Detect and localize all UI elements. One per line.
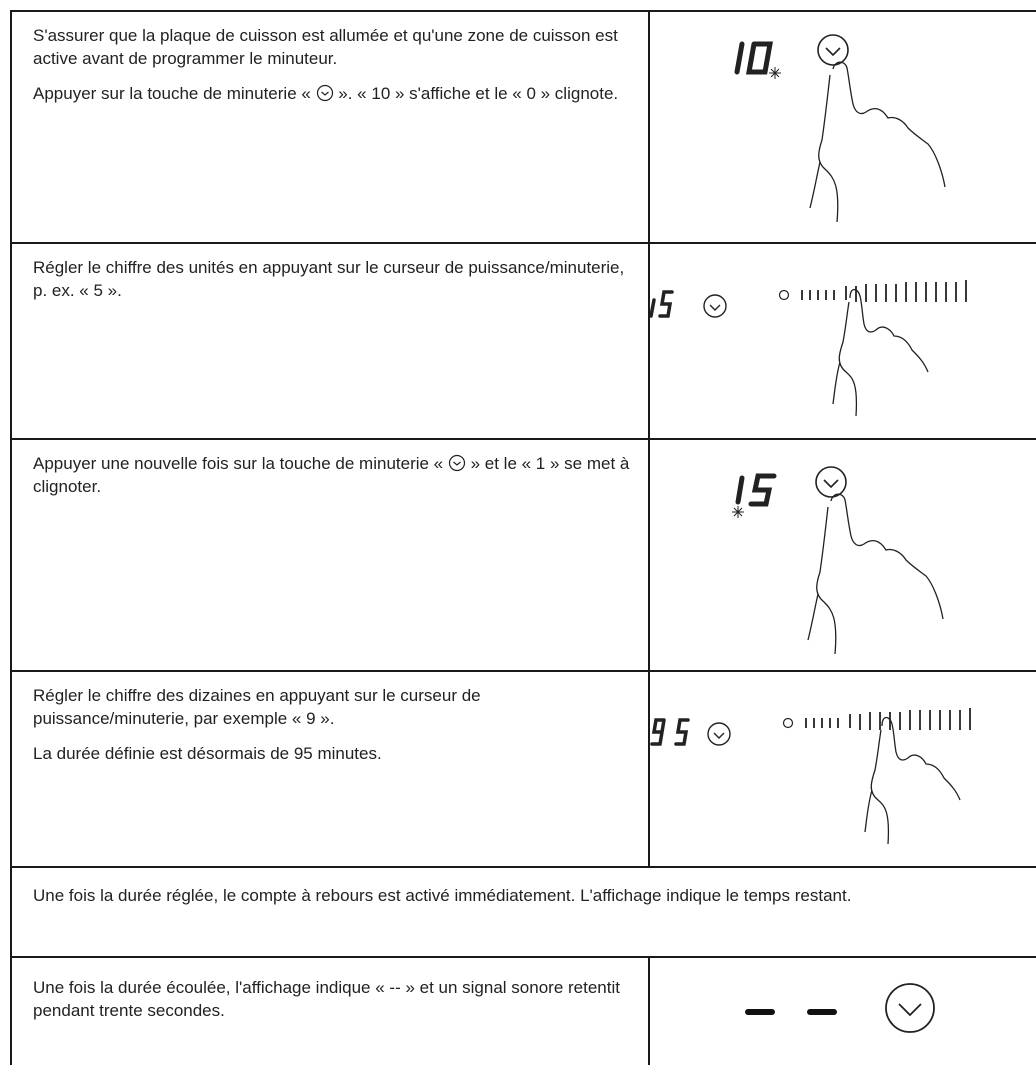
- step-paragraph: Régler le chiffre des dizaines en appuya…: [33, 686, 481, 728]
- step-row-1: S'assurer que la plaque de cuisson est a…: [10, 10, 1036, 242]
- step-figure: [734, 34, 946, 223]
- step-paragraph: Une fois la durée réglée, le compte à re…: [33, 886, 852, 905]
- step-text-cell: Une fois la durée écoulée, l'affichage i…: [10, 958, 650, 1065]
- step-paragraph: Appuyer une nouvelle fois sur la touche …: [33, 454, 630, 496]
- step-row-5: Une fois la durée réglée, le compte à re…: [10, 866, 1036, 956]
- display-digits-10: [734, 41, 773, 75]
- step-text-cell: Régler le chiffre des unités en appuyant…: [10, 244, 650, 438]
- step-figure: [732, 466, 944, 655]
- display-digits-15: [649, 290, 674, 318]
- step-row-6: Une fois la durée écoulée, l'affichage i…: [10, 956, 1036, 1065]
- step-figure-cell: [649, 244, 1036, 438]
- blink-icon: [769, 67, 781, 79]
- step-figure: [650, 708, 971, 845]
- step-figure-cell: [650, 12, 1036, 242]
- step-paragraph: S'assurer que la plaque de cuisson est a…: [33, 26, 618, 68]
- step-text-cell: Régler le chiffre des dizaines en appuya…: [10, 672, 650, 866]
- step-text-cell: S'assurer que la plaque de cuisson est a…: [10, 12, 650, 242]
- step-paragraph: Appuyer sur la touche de minuterie « ». …: [33, 84, 619, 103]
- instruction-table: S'assurer que la plaque de cuisson est a…: [10, 10, 1036, 1065]
- pointing-hand-icon: [809, 61, 946, 223]
- pointing-hand-icon: [864, 716, 961, 845]
- step-row-2: Régler le chiffre des unités en appuyant…: [10, 242, 1036, 438]
- step-paragraph: Une fois la durée écoulée, l'affichage i…: [33, 978, 620, 1020]
- timer-clock-icon: [815, 466, 847, 498]
- step-text-cell: Une fois la durée réglée, le compte à re…: [10, 868, 1036, 956]
- timer-clock-icon: [817, 34, 849, 66]
- timer-clock-icon: [707, 722, 731, 746]
- step-figure-cell: [650, 958, 1036, 1065]
- timer-clock-icon: [703, 294, 727, 318]
- step-figure: [745, 983, 935, 1033]
- step-row-4: Régler le chiffre des dizaines en appuya…: [10, 670, 1036, 866]
- step-row-3: Appuyer une nouvelle fois sur la touche …: [10, 438, 1036, 670]
- blink-icon: [732, 506, 744, 518]
- step-figure-cell: [650, 440, 1036, 670]
- power-timer-slider-icon: [778, 280, 967, 302]
- timer-clock-icon: [885, 983, 935, 1033]
- power-timer-slider-icon: [782, 708, 971, 730]
- display-digits-95: [650, 718, 690, 746]
- pointing-hand-icon: [832, 288, 929, 417]
- step-figure: [649, 280, 967, 417]
- timer-clock-icon: [448, 454, 465, 472]
- pointing-hand-icon: [807, 493, 944, 655]
- step-figure-cell: [650, 672, 1036, 866]
- step-text-cell: Appuyer une nouvelle fois sur la touche …: [10, 440, 650, 670]
- step-paragraph: Régler le chiffre des unités en appuyant…: [33, 258, 625, 300]
- timer-clock-icon: [316, 84, 333, 102]
- display-digits-15: [735, 473, 777, 507]
- step-paragraph: La durée définie est désormais de 95 min…: [33, 744, 382, 763]
